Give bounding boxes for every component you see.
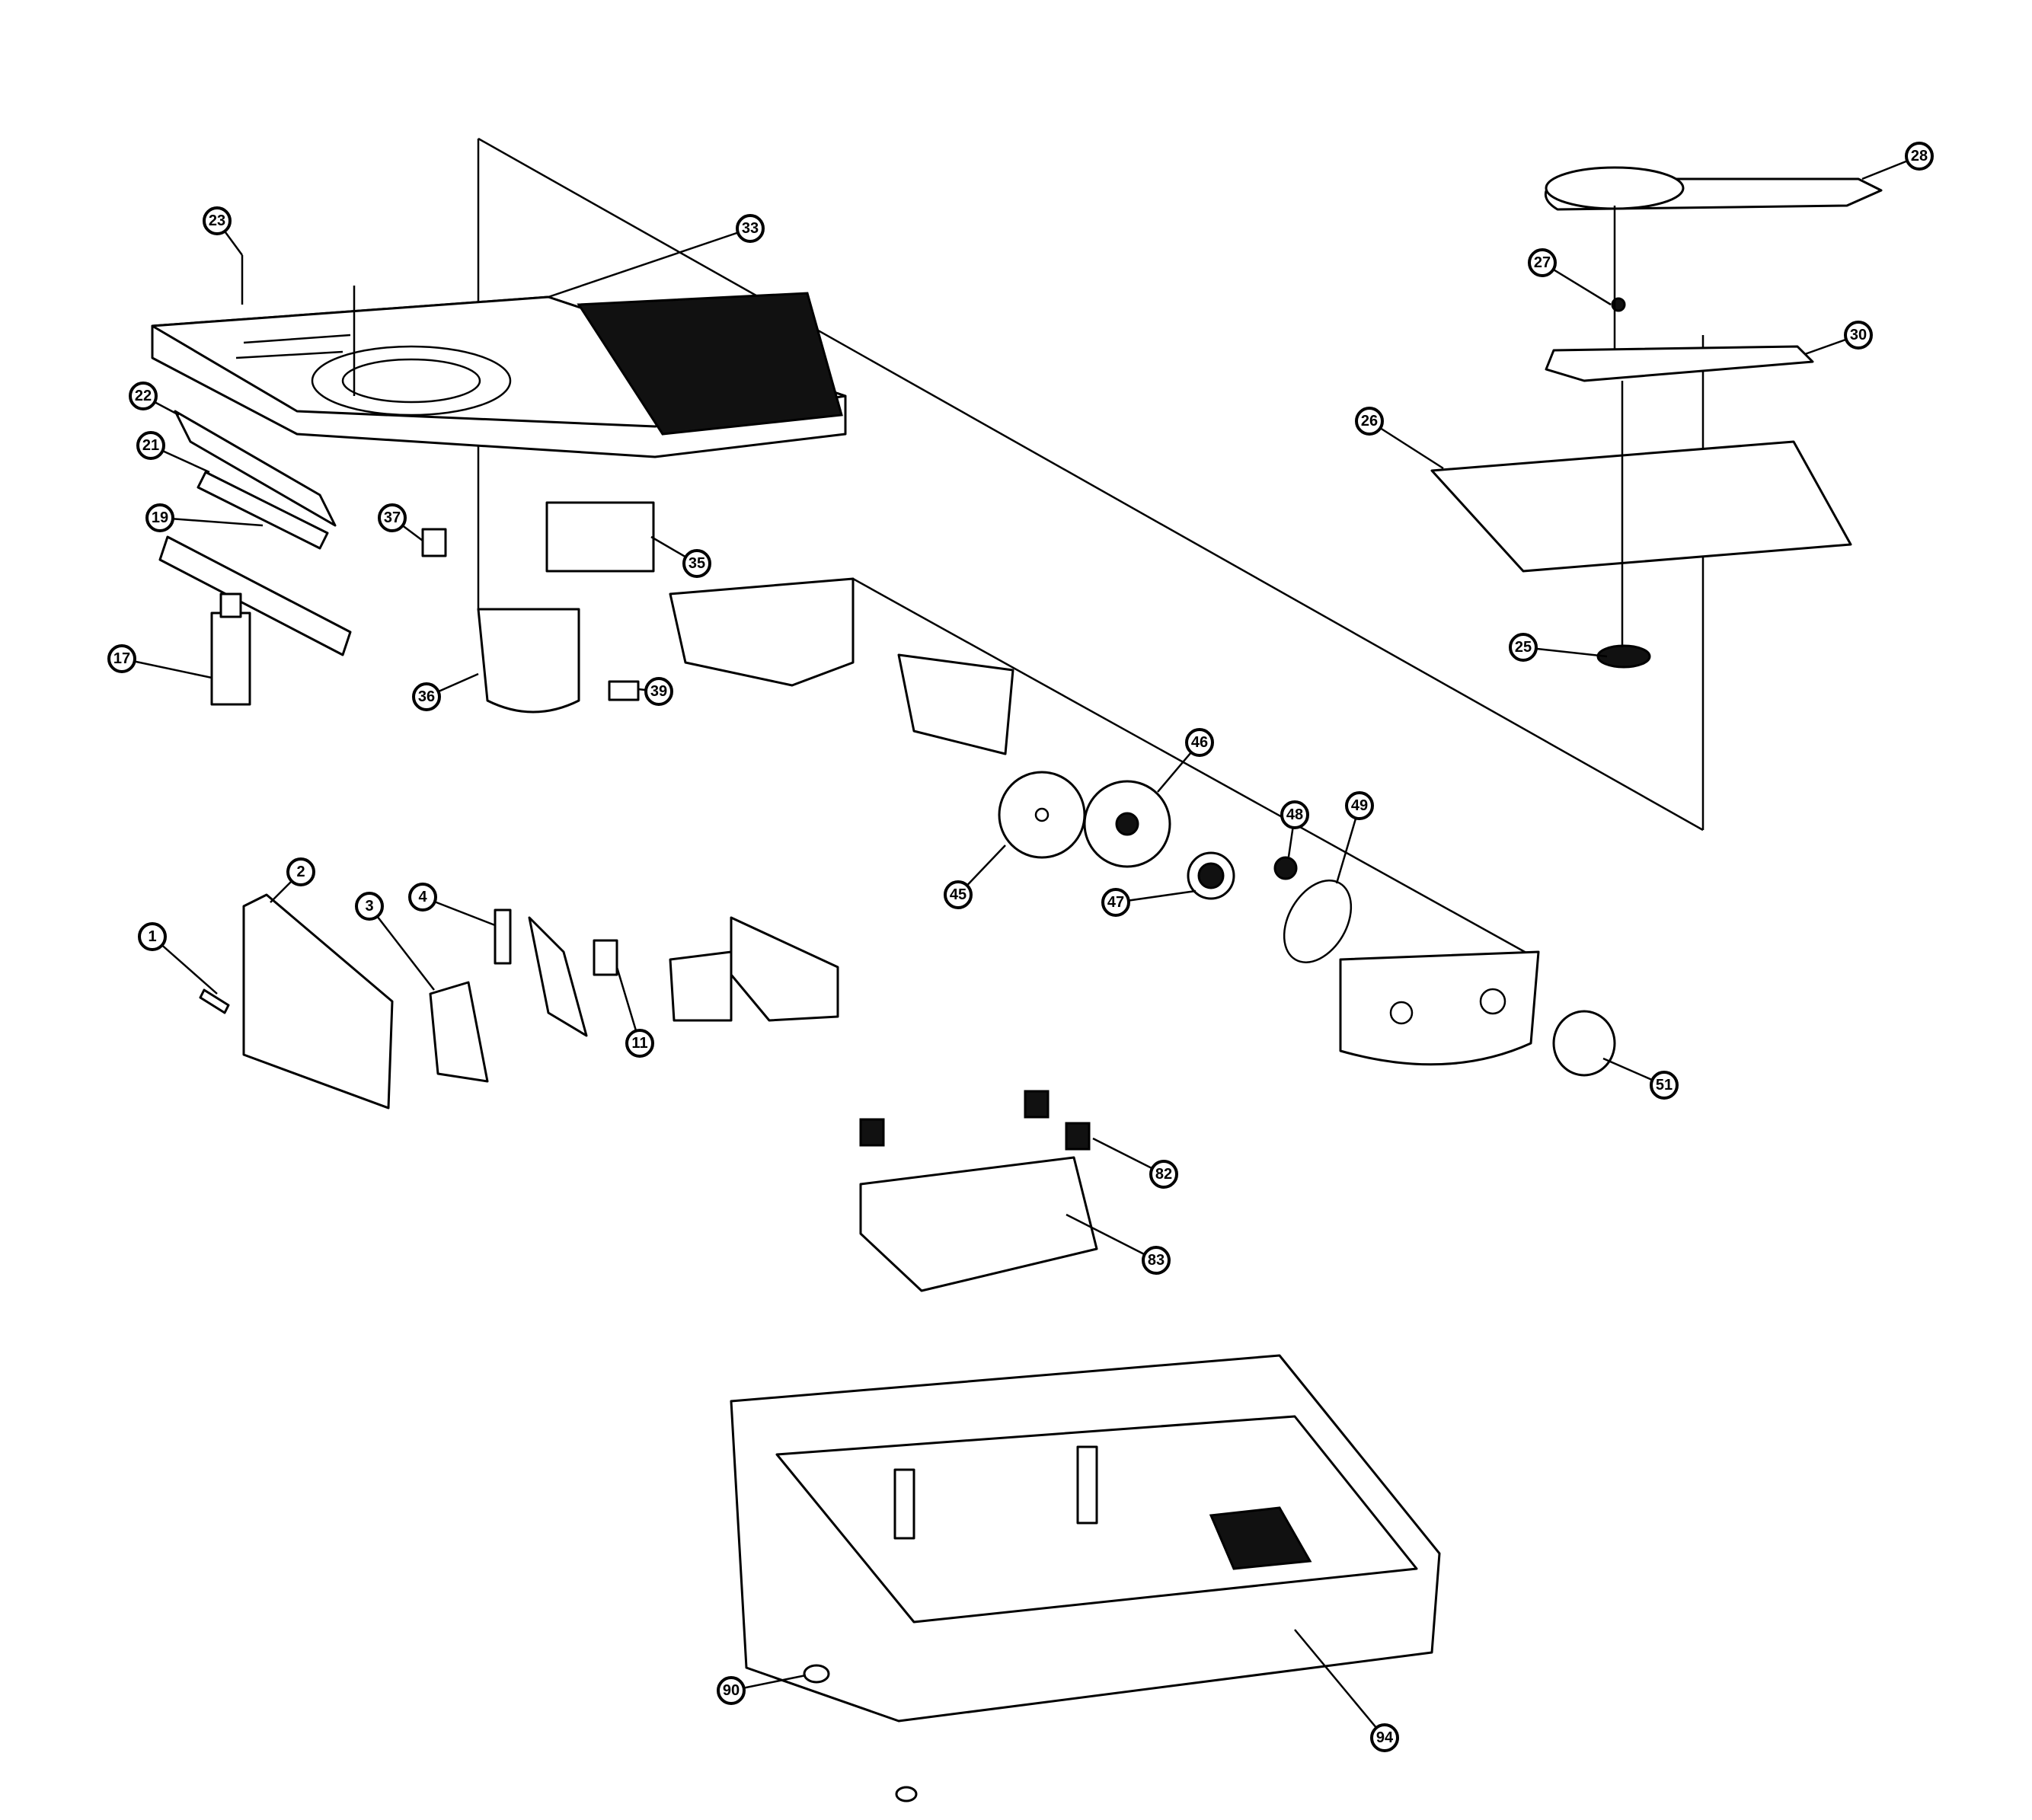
callout-83: 83: [1142, 1246, 1171, 1275]
callout-83-label: 83: [1148, 1252, 1165, 1269]
callout-39-label: 39: [650, 683, 667, 700]
callout-35: 35: [682, 549, 711, 578]
callout-28-label: 28: [1911, 148, 1928, 164]
callout-33: 33: [736, 214, 765, 243]
callout-21-label: 21: [142, 437, 159, 454]
callout-94-label: 94: [1376, 1729, 1394, 1746]
callout-49: 49: [1345, 791, 1374, 820]
callout-28: 28: [1905, 142, 1934, 171]
callout-1: 1: [138, 922, 167, 951]
callout-30: 30: [1844, 321, 1873, 350]
callout-11: 11: [625, 1029, 654, 1058]
callout-82: 82: [1149, 1160, 1178, 1189]
callout-27: 27: [1528, 248, 1557, 277]
callout-90: 90: [717, 1676, 746, 1705]
callout-35-label: 35: [689, 555, 705, 572]
callout-26: 26: [1355, 407, 1384, 436]
callout-19: 19: [145, 503, 174, 532]
gear-train: [998, 771, 1353, 963]
callout-45-label: 45: [950, 886, 966, 903]
callout-51: 51: [1650, 1071, 1679, 1100]
callout-26-label: 26: [1361, 413, 1378, 429]
callout-51-label: 51: [1656, 1077, 1673, 1094]
loading-tray-frame: [669, 577, 1540, 1066]
callout-46-label: 46: [1191, 734, 1208, 751]
callout-17: 17: [107, 644, 136, 673]
callout-27-label: 27: [1534, 254, 1551, 271]
callout-3: 3: [355, 892, 384, 921]
callout-4: 4: [408, 883, 437, 912]
callout-4-label: 4: [418, 889, 427, 905]
mechanism-side-plate: [421, 501, 655, 714]
callout-37-label: 37: [384, 509, 401, 526]
callout-49-label: 49: [1351, 797, 1368, 814]
front-control-panel: [158, 410, 352, 706]
callout-46: 46: [1185, 728, 1214, 757]
callout-47: 47: [1101, 888, 1130, 917]
callout-36-label: 36: [418, 688, 435, 705]
callout-48: 48: [1280, 800, 1309, 829]
callout-30-label: 30: [1850, 327, 1867, 343]
callout-47-label: 47: [1107, 894, 1124, 911]
callout-17-label: 17: [113, 650, 130, 667]
top-cover-assembly: [151, 255, 847, 458]
knob: [1552, 1010, 1616, 1077]
alignment-lines: [477, 137, 1705, 961]
callout-2: 2: [286, 857, 315, 886]
callout-45: 45: [944, 880, 973, 909]
callout-1-label: 1: [148, 928, 156, 945]
callout-21: 21: [136, 431, 165, 460]
callout-25: 25: [1509, 633, 1538, 662]
callout-23: 23: [203, 206, 232, 235]
callout-3-label: 3: [365, 898, 373, 915]
callout-19-label: 19: [152, 509, 168, 526]
bottom-chassis: [730, 1354, 1441, 1802]
deck-mechanism: [859, 1090, 1098, 1292]
callout-23-label: 23: [209, 212, 225, 229]
pcb-stack: [1430, 166, 1883, 669]
callout-22: 22: [129, 382, 158, 410]
callout-82-label: 82: [1155, 1166, 1172, 1183]
front-door-parts: [199, 893, 839, 1110]
callout-48-label: 48: [1286, 806, 1303, 823]
callout-2-label: 2: [296, 864, 305, 880]
callout-36: 36: [412, 682, 441, 711]
callout-90-label: 90: [723, 1682, 740, 1699]
callout-25-label: 25: [1515, 639, 1532, 656]
callout-94: 94: [1370, 1723, 1399, 1752]
callout-22-label: 22: [135, 388, 152, 404]
callout-39: 39: [644, 677, 673, 706]
callout-37: 37: [378, 503, 407, 532]
callout-11-label: 11: [631, 1035, 647, 1052]
callout-33-label: 33: [742, 220, 759, 237]
